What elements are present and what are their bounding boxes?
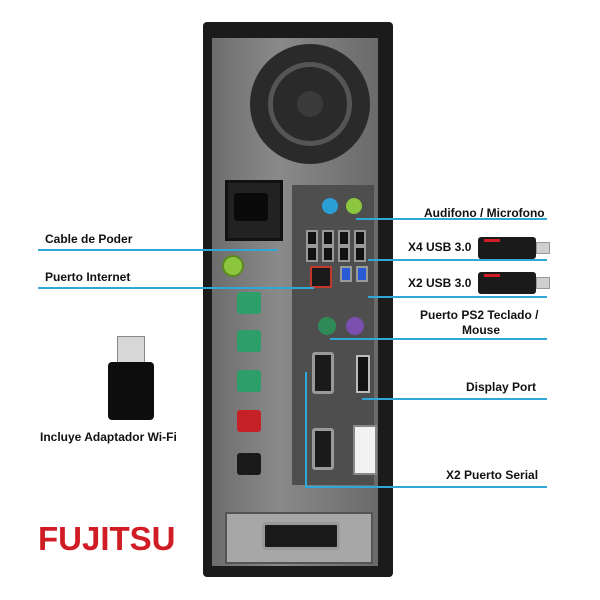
usb-port	[306, 230, 318, 246]
usb-port	[306, 246, 318, 262]
dvi-connector	[353, 425, 377, 475]
leader-line	[305, 372, 307, 486]
rj-port	[237, 453, 261, 475]
serial-port	[312, 352, 334, 394]
usb-port	[338, 230, 350, 246]
ps2-keyboard-port	[318, 317, 336, 335]
powered-usb-port	[237, 330, 261, 352]
label-usb2: X2 USB 3.0	[408, 276, 472, 290]
leader-line	[368, 259, 547, 261]
parallel-port	[262, 522, 340, 550]
usb-stick-icon	[478, 237, 550, 259]
label-ethernet: Puerto Internet	[45, 270, 131, 284]
leader-line	[38, 249, 278, 251]
leader-line	[38, 287, 314, 289]
wifi-adapter-icon	[108, 362, 154, 420]
label-serial: X2 Puerto Serial	[446, 468, 539, 482]
usb-stick-icon	[478, 272, 550, 294]
leader-line	[305, 486, 547, 488]
leader-line	[356, 218, 547, 220]
fujitsu-logo: FUJITSU	[38, 520, 176, 557]
ground-screw	[222, 255, 244, 277]
label-ps2-line2: Mouse	[462, 323, 501, 337]
powered-usb-port	[237, 410, 261, 432]
serial-port	[312, 428, 334, 470]
ethernet-port	[310, 266, 332, 288]
ps2-mouse-port	[346, 317, 364, 335]
expansion-slot-bracket	[225, 512, 373, 564]
usb-port	[354, 246, 366, 262]
usb-port	[354, 230, 366, 246]
fan-hub	[297, 91, 323, 117]
label-wifi: Incluye Adaptador Wi-Fi	[40, 430, 177, 444]
label-ps2-line1: Puerto PS2 Teclado /	[420, 308, 539, 322]
fan-ring	[268, 62, 352, 146]
label-audio: Audifono / Microfono	[424, 206, 545, 220]
leader-line	[368, 296, 547, 298]
powered-usb-port	[237, 370, 261, 392]
usb3-port	[356, 266, 368, 282]
displayport-connector	[356, 355, 370, 393]
usb3-port	[340, 266, 352, 282]
label-power: Cable de Poder	[45, 232, 133, 246]
leader-line	[362, 398, 547, 400]
label-usb4: X4 USB 3.0	[408, 240, 472, 254]
label-display: Display Port	[466, 380, 537, 394]
wifi-adapter-plug	[117, 336, 145, 364]
audio-out-jack	[322, 198, 338, 214]
powered-usb-port	[237, 292, 261, 314]
leader-line	[330, 338, 547, 340]
power-socket	[234, 193, 268, 221]
mic-jack	[346, 198, 362, 214]
usb-port	[322, 230, 334, 246]
usb-port	[322, 246, 334, 262]
usb-port	[338, 246, 350, 262]
